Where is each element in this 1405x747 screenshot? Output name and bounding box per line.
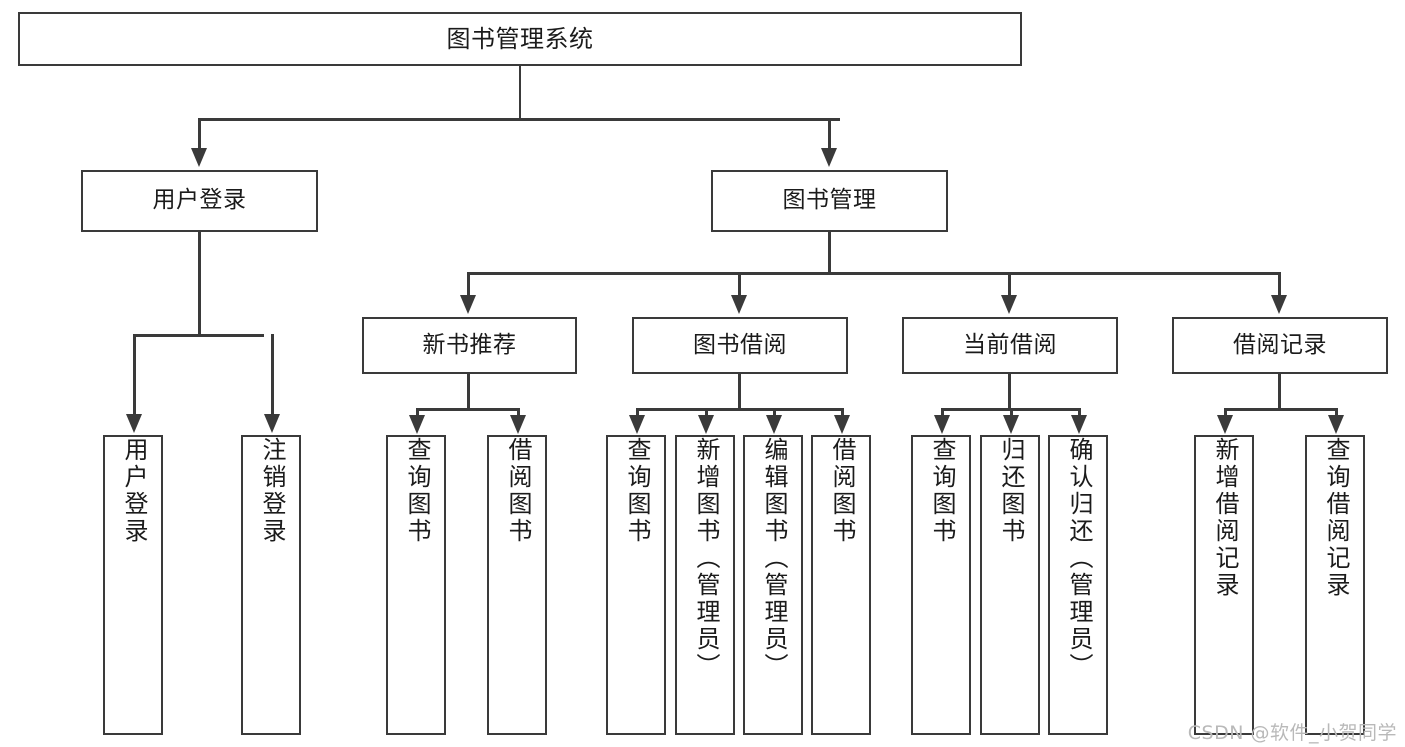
node-label: 借阅图书 — [827, 437, 856, 545]
connector-root-stem — [518, 66, 521, 119]
connector-drop-query-record — [1335, 408, 1338, 418]
leaf-query-book-current[interactable]: 查询图书 — [911, 435, 971, 735]
leaf-confirm-return-admin[interactable]: 确认归还（管理员） — [1048, 435, 1108, 735]
leaf-query-book-newbook[interactable]: 查询图书 — [386, 435, 446, 735]
connector-drop-book-manage — [828, 118, 831, 151]
node-label: 借阅记录 — [1233, 331, 1327, 358]
connector-drop-borrow-record — [1278, 272, 1281, 297]
arrowhead-leaf-logout — [264, 414, 280, 433]
node-label: 查询图书 — [622, 437, 651, 545]
leaf-query-book-borrow[interactable]: 查询图书 — [606, 435, 666, 735]
node-label: 新增图书（管理员） — [691, 437, 720, 680]
leaf-query-borrow-record[interactable]: 查询借阅记录 — [1305, 435, 1365, 735]
arrowhead-query-record — [1328, 415, 1344, 434]
connector-borrow-record-bus — [1224, 408, 1337, 411]
connector-drop-borrow-book-1 — [517, 408, 520, 418]
node-book-borrow[interactable]: 图书借阅 — [632, 317, 848, 374]
connector-drop-current-borrow — [1008, 272, 1011, 297]
connector-drop-leaf-logout — [271, 334, 274, 416]
connector-drop-add-book — [705, 408, 708, 418]
leaf-user-login[interactable]: 用户登录 — [103, 435, 163, 735]
node-label: 用户登录 — [152, 187, 247, 214]
node-label: 新书推荐 — [422, 331, 517, 358]
connector-new-book-rec-stem — [467, 374, 470, 410]
connector-drop-leaf-user-login — [133, 334, 136, 416]
connector-user-login-stem — [198, 232, 201, 336]
leaf-borrow-book-newbook[interactable]: 借阅图书 — [487, 435, 547, 735]
arrowhead-book-borrow — [731, 295, 747, 314]
connector-current-borrow-stem — [1008, 374, 1011, 410]
node-label: 注销登录 — [257, 437, 286, 545]
connector-drop-edit-book — [773, 408, 776, 418]
arrowhead-confirm-return — [1071, 415, 1087, 434]
arrowhead-add-record — [1217, 415, 1233, 434]
leaf-logout-login[interactable]: 注销登录 — [241, 435, 301, 735]
node-label: 当前借阅 — [963, 331, 1057, 358]
connector-drop-return-book — [1010, 408, 1013, 418]
connector-book-manage-stem — [828, 232, 831, 274]
connector-drop-add-record — [1224, 408, 1227, 418]
node-label: 查询借阅记录 — [1321, 437, 1350, 599]
arrowhead-user-login — [191, 148, 207, 167]
connector-drop-query-book-2 — [636, 408, 639, 418]
node-root-book-management-system[interactable]: 图书管理系统 — [18, 12, 1022, 66]
leaf-edit-book-admin[interactable]: 编辑图书（管理员） — [743, 435, 803, 735]
leaf-return-book[interactable]: 归还图书 — [980, 435, 1040, 735]
node-label: 用户登录 — [119, 437, 148, 545]
connector-drop-new-book-rec — [467, 272, 470, 297]
arrowhead-borrow-book-1 — [510, 415, 526, 434]
node-label: 查询图书 — [927, 437, 956, 545]
connector-drop-confirm-return — [1078, 408, 1081, 418]
node-label: 图书管理系统 — [446, 24, 594, 53]
node-user-login[interactable]: 用户登录 — [81, 170, 318, 232]
arrowhead-edit-book — [766, 415, 782, 434]
connector-borrow-record-stem — [1278, 374, 1281, 410]
node-label: 查询图书 — [402, 437, 431, 545]
arrowhead-leaf-user-login — [126, 414, 142, 433]
node-label: 借阅图书 — [503, 437, 532, 545]
node-book-management[interactable]: 图书管理 — [711, 170, 948, 232]
node-label: 归还图书 — [996, 437, 1025, 545]
arrowhead-current-borrow — [1001, 295, 1017, 314]
node-label: 图书借阅 — [693, 331, 787, 358]
node-label: 确认归还（管理员） — [1064, 437, 1093, 680]
connector-drop-query-book-1 — [416, 408, 419, 418]
node-label: 新增借阅记录 — [1210, 437, 1239, 599]
connector-new-book-rec-bus — [416, 408, 519, 411]
arrowhead-return-book — [1003, 415, 1019, 434]
arrowhead-book-manage — [821, 148, 837, 167]
connector-root-bus — [198, 118, 840, 121]
leaf-borrow-book-borrow[interactable]: 借阅图书 — [811, 435, 871, 735]
connector-drop-user-login — [198, 118, 201, 151]
leaf-add-borrow-record[interactable]: 新增借阅记录 — [1194, 435, 1254, 735]
node-label: 编辑图书（管理员） — [759, 437, 788, 680]
arrowhead-borrow-record — [1271, 295, 1287, 314]
node-current-borrow[interactable]: 当前借阅 — [902, 317, 1118, 374]
node-new-book-recommend[interactable]: 新书推荐 — [362, 317, 577, 374]
node-borrow-record[interactable]: 借阅记录 — [1172, 317, 1388, 374]
connector-book-manage-bus — [467, 272, 1279, 275]
leaf-add-book-admin[interactable]: 新增图书（管理员） — [675, 435, 735, 735]
connector-user-login-bus — [133, 334, 264, 337]
csdn-watermark: CSDN @软件_小贺同学 — [1187, 722, 1397, 744]
arrowhead-query-book-2 — [629, 415, 645, 434]
connector-book-borrow-stem — [738, 374, 741, 410]
arrowhead-query-book-1 — [409, 415, 425, 434]
arrowhead-new-book-rec — [460, 295, 476, 314]
connector-drop-borrow-book-2 — [841, 408, 844, 418]
connector-book-borrow-bus — [636, 408, 843, 411]
connector-drop-book-borrow — [738, 272, 741, 297]
arrowhead-query-book-3 — [934, 415, 950, 434]
arrowhead-borrow-book-2 — [834, 415, 850, 434]
arrowhead-add-book — [698, 415, 714, 434]
node-label: 图书管理 — [782, 187, 877, 214]
connector-drop-query-book-3 — [941, 408, 944, 418]
